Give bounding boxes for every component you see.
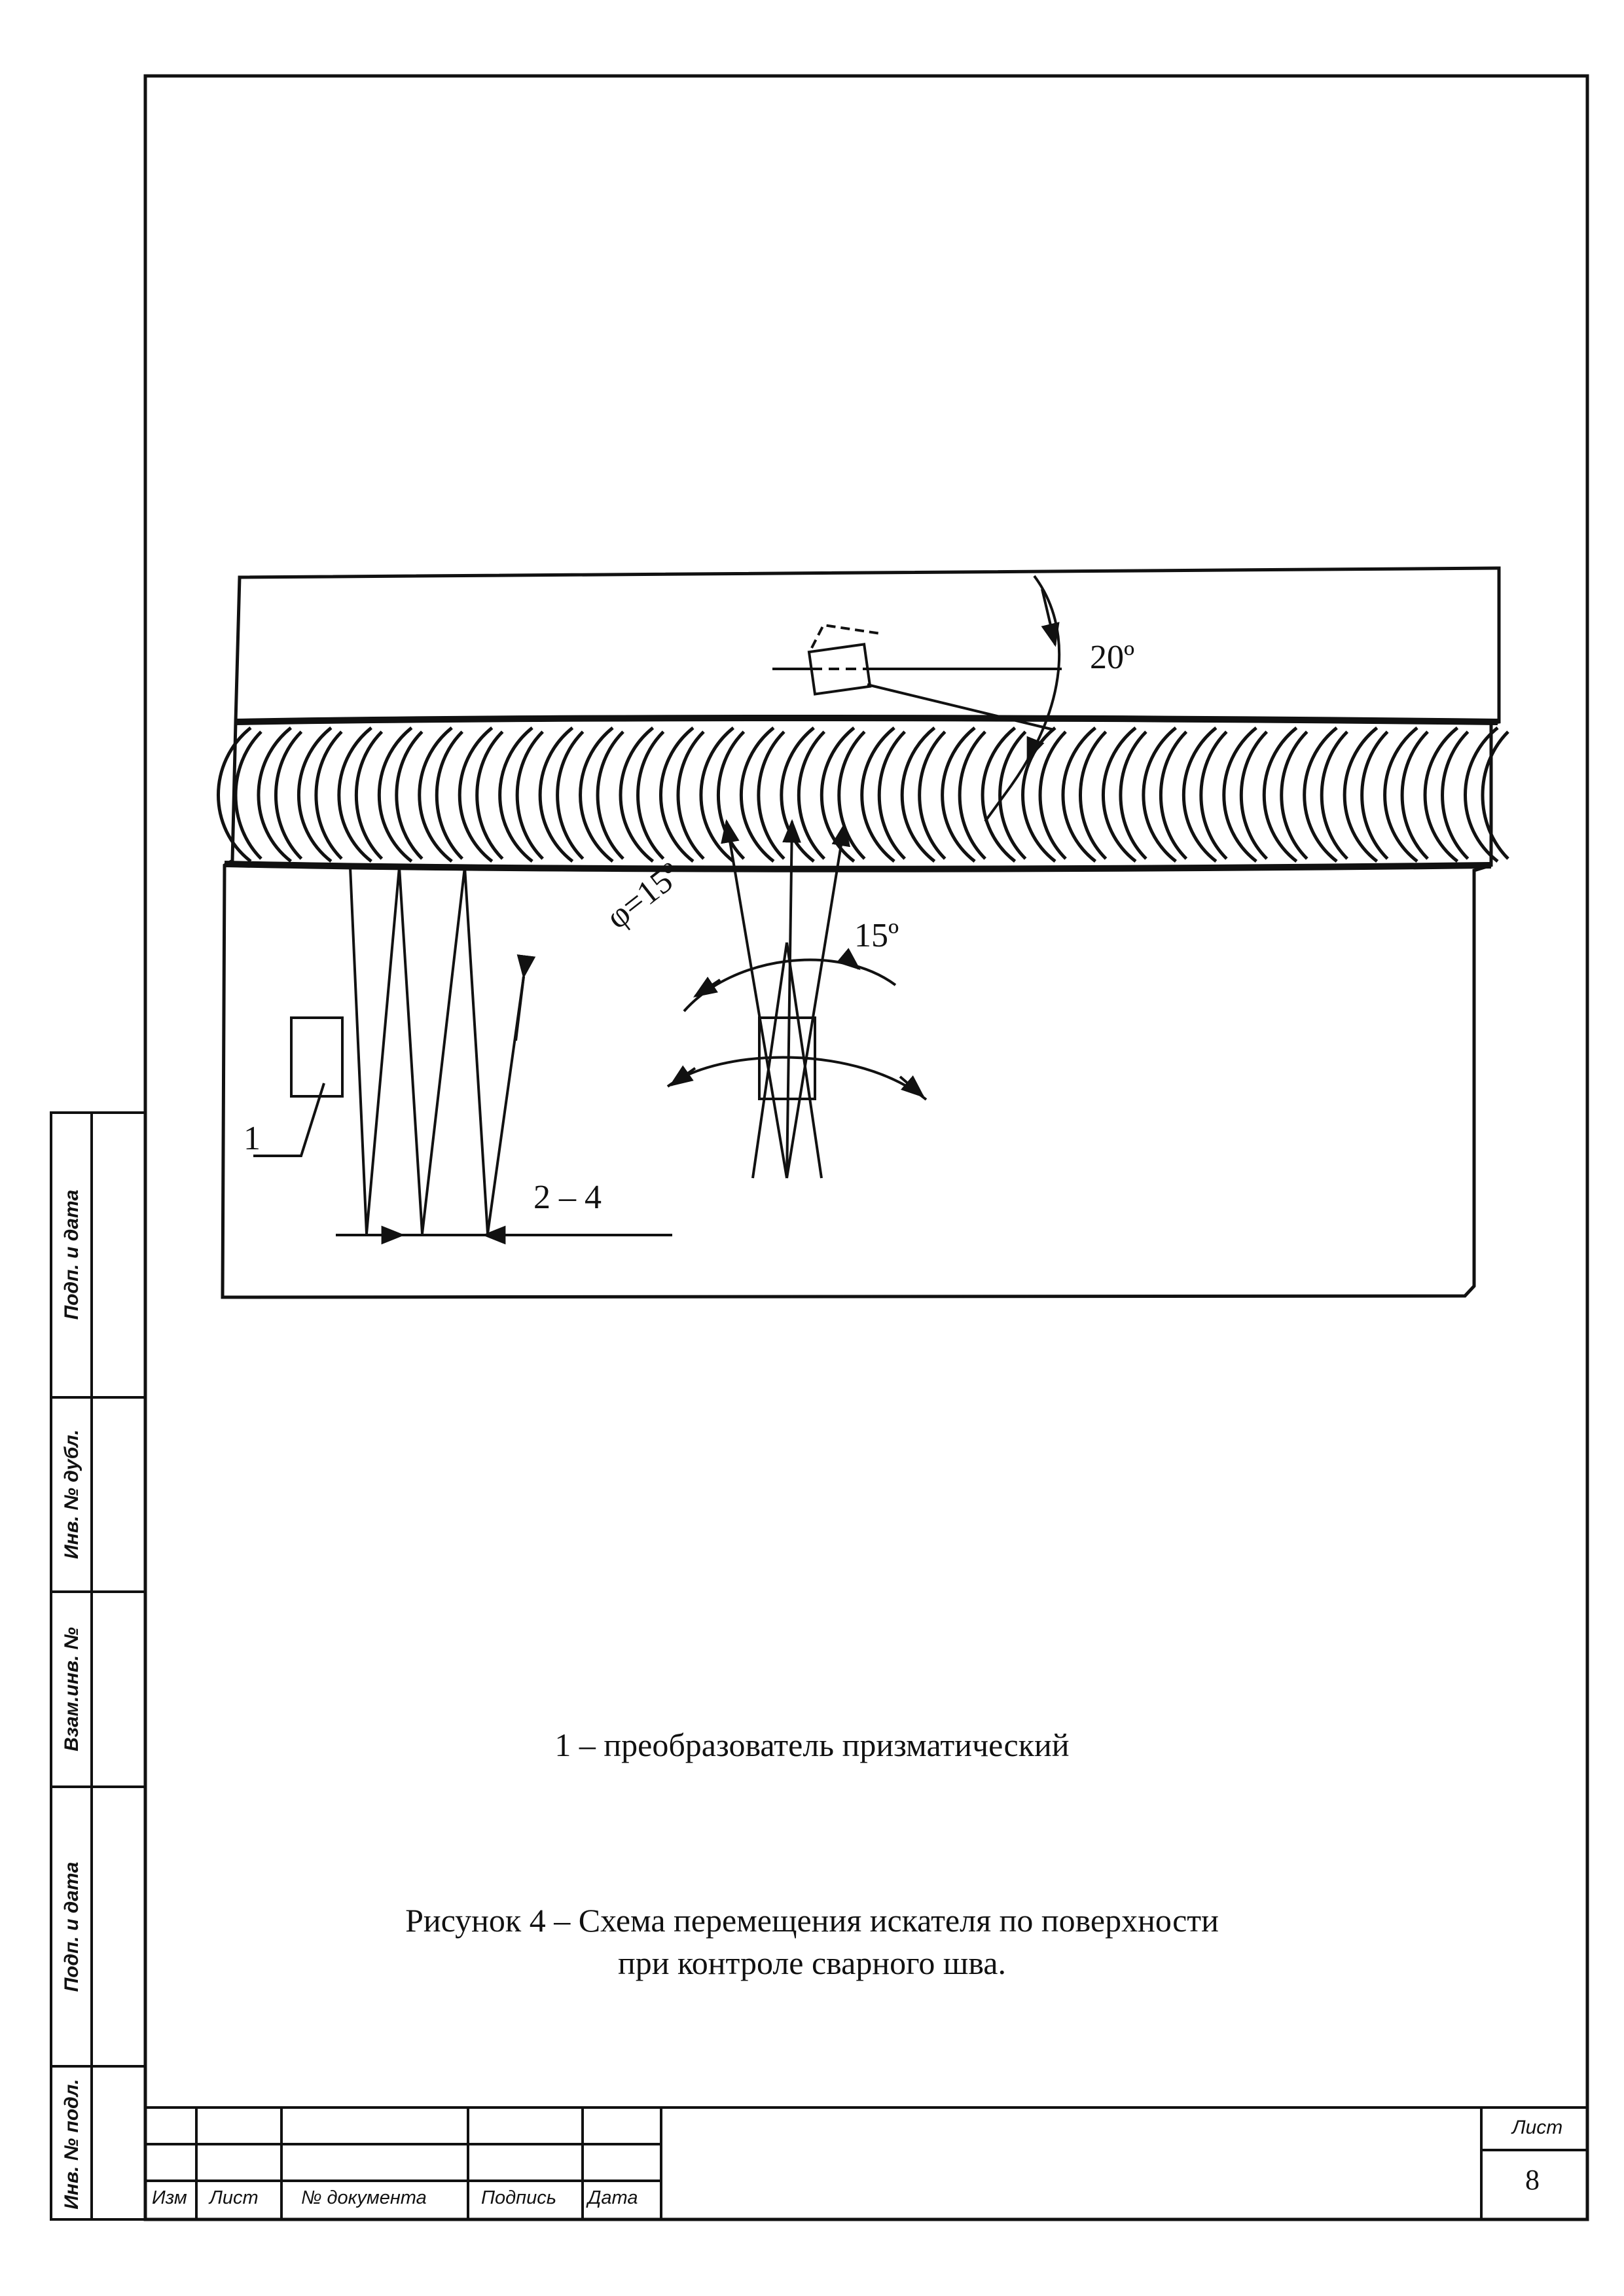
probe-3-tilt <box>772 575 1062 823</box>
title-block-frame <box>145 2106 1587 2219</box>
probe-1-path <box>253 867 672 1245</box>
plate-outline <box>221 566 1501 1299</box>
label-item-1: 1 <box>244 1120 261 1157</box>
title-block-col-signature: Подпись <box>481 2187 557 2208</box>
title-block-col-doc: № документа <box>301 2187 427 2208</box>
legend-item-1: 1 – преобразователь призматический <box>554 1727 1070 1763</box>
title-block-sheet-label: Лист <box>1512 2117 1563 2138</box>
side-stamp-label-vzam-inv: Взам.инв. № <box>61 1627 82 1751</box>
probe-1 <box>290 1016 344 1098</box>
label-angle-20: 20º <box>1090 639 1135 676</box>
title-block-col-list: Лист <box>209 2187 259 2208</box>
figure-caption-line-2: при контроле сварного шва. <box>618 1945 1006 1981</box>
figure-caption-line-1: Рисунок 4 – Схема перемещения искателя п… <box>405 1902 1219 1939</box>
title-block-sheet-number: 8 <box>1525 2164 1540 2196</box>
title-block-col-date: Дата <box>588 2187 638 2208</box>
label-angle-15: 15º <box>854 917 899 954</box>
side-stamp-label-inv-dubl: Инв. № дубл. <box>61 1429 82 1559</box>
probe-2-fan <box>666 819 928 1179</box>
side-stamp-frame <box>50 1111 147 2221</box>
weld-seam <box>217 715 1509 872</box>
side-stamp-label-podp-data-1: Подп. и дата <box>61 1861 82 1992</box>
title-block-col-izm: Изм <box>152 2187 187 2208</box>
side-stamp-label-podp-data-2: Подп. и дата <box>61 1189 82 1320</box>
label-pitch: 2 – 4 <box>533 1179 602 1216</box>
side-stamp-label-inv-podl: Инв. № подл. <box>61 2079 82 2210</box>
probe-3 <box>807 643 872 696</box>
